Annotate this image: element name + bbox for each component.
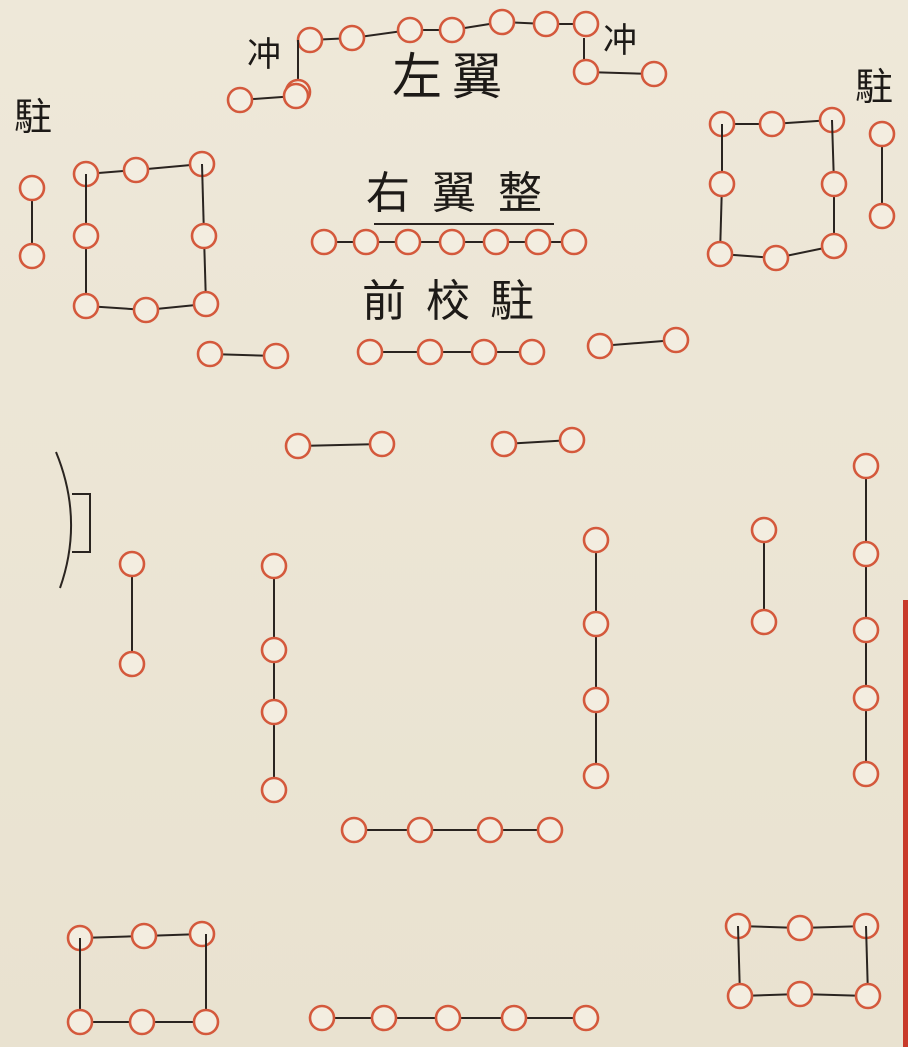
troop-post-circle [532,10,560,38]
red-frame-edge [903,600,908,1047]
troop-post-circle [582,686,610,714]
troop-post-circle [190,222,218,250]
troop-post-circle [356,338,384,366]
troop-post-circle [226,86,254,114]
troop-post-circle [852,684,880,712]
troop-post-circle [726,982,754,1010]
troop-post-circle [750,608,778,636]
troop-post-circle [72,292,100,320]
troop-post-circle [260,636,288,664]
label-left-wing: 左翼 [392,48,512,106]
drum-mark-arc [55,451,72,589]
troop-post-circle [192,1008,220,1036]
troop-post-circle [262,342,290,370]
troop-post-circle [572,1004,600,1032]
troop-post-circle [132,296,160,324]
troop-post-circle [394,228,422,256]
troop-post-circle [434,1004,462,1032]
troop-post-circle [572,10,600,38]
heading-underline [374,223,554,225]
troop-post-circle [406,816,434,844]
label-charge-right: 冲 [603,21,637,61]
troop-post-circle [130,922,158,950]
troop-post-circle [518,338,546,366]
troop-post-circle [282,82,310,110]
troop-post-circle [396,16,424,44]
troop-post-circle [128,1008,156,1036]
troop-post-circle [820,232,848,260]
label-front-school: 前校駐 [362,276,554,327]
troop-post-circle [852,760,880,788]
troop-post-circle [820,170,848,198]
troop-post-circle [640,60,668,88]
troop-post-circle [852,616,880,644]
troop-post-circle [18,242,46,270]
troop-post-circle [118,550,146,578]
troop-post-circle [662,326,690,354]
troop-post-circle [72,222,100,250]
troop-post-circle [370,1004,398,1032]
troop-post-circle [536,816,564,844]
troop-post-circle [476,816,504,844]
troop-post-circle [706,240,734,268]
troop-post-circle [558,426,586,454]
troop-post-circle [196,340,224,368]
troop-post-circle [762,244,790,272]
troop-post-circle [586,332,614,360]
troop-post-circle [786,914,814,942]
troop-post-circle [854,982,882,1010]
troop-post-circle [750,516,778,544]
troop-post-circle [188,920,216,948]
troop-post-circle [416,338,444,366]
troop-post-circle [260,552,288,580]
troop-post-circle [852,540,880,568]
troop-post-circle [368,430,396,458]
troop-post-circle [284,432,312,460]
troop-post-circle [310,228,338,256]
troop-post-circle [482,228,510,256]
troop-post-circle [338,24,366,52]
troop-post-circle [868,120,896,148]
troop-post-circle [852,452,880,480]
troop-post-circle [192,290,220,318]
troop-post-circle [786,980,814,1008]
troop-post-circle [352,228,380,256]
label-charge-left: 冲 [247,35,281,75]
troop-post-circle [524,228,552,256]
label-camp-right: 駐 [855,65,894,109]
connector-line [297,443,383,447]
troop-post-circle [560,228,588,256]
troop-post-circle [500,1004,528,1032]
troop-post-circle [438,228,466,256]
troop-post-circle [260,698,288,726]
troop-post-circle [582,762,610,790]
troop-post-circle [582,610,610,638]
label-camp-left: 駐 [14,95,53,139]
troop-post-circle [708,170,736,198]
drum-mark-bracket [72,493,91,553]
troop-post-circle [488,8,516,36]
troop-post-circle [122,156,150,184]
troop-post-circle [490,430,518,458]
troop-post-circle [470,338,498,366]
troop-post-circle [582,526,610,554]
label-right-wing: 右翼整 [366,168,564,219]
troop-post-circle [296,26,324,54]
troop-post-circle [340,816,368,844]
troop-post-circle [868,202,896,230]
troop-post-circle [308,1004,336,1032]
troop-post-circle [118,650,146,678]
troop-post-circle [438,16,466,44]
troop-post-circle [66,1008,94,1036]
troop-post-circle [260,776,288,804]
troop-post-circle [758,110,786,138]
troop-post-circle [18,174,46,202]
troop-post-circle [572,58,600,86]
